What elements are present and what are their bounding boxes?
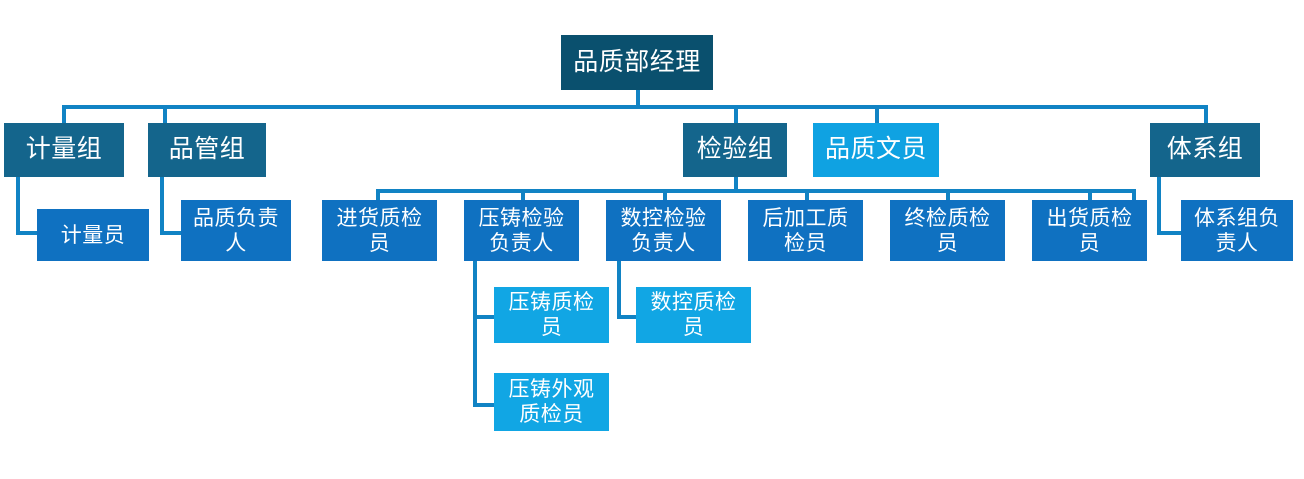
node-jhzjy[interactable]: 进货质检员 bbox=[322, 200, 437, 261]
node-pzfzr[interactable]: 品质负责人 bbox=[181, 200, 291, 261]
node-jly[interactable]: 计量员 bbox=[37, 209, 149, 261]
connector-skzjy-h bbox=[617, 315, 639, 319]
connector-drop-jlz bbox=[62, 105, 66, 125]
connector-yzwgzjy-h bbox=[473, 403, 497, 407]
node-chzjy[interactable]: 出货质检员 bbox=[1032, 200, 1147, 261]
node-yzwgzjy[interactable]: 压铸外观质检员 bbox=[494, 373, 609, 431]
connector-drop-jhzjy bbox=[376, 189, 380, 203]
connector-pgz-h bbox=[160, 231, 184, 235]
node-zjzjy[interactable]: 终检质检员 bbox=[890, 200, 1005, 261]
connector-drop-yzjyfzr bbox=[521, 189, 525, 203]
node-yzjyfzr[interactable]: 压铸检验负责人 bbox=[464, 200, 579, 261]
connector-drop-txz bbox=[1204, 105, 1208, 125]
connector-level2-bus bbox=[62, 105, 1208, 109]
node-skzjy[interactable]: 数控质检员 bbox=[636, 287, 751, 343]
node-root[interactable]: 品质部经理 bbox=[561, 35, 713, 90]
connector-skjyfzr-v bbox=[617, 261, 621, 319]
connector-drop-hjgzjy bbox=[805, 189, 809, 203]
connector-drop-chzjy bbox=[1088, 189, 1092, 203]
node-pzwy[interactable]: 品质文员 bbox=[813, 123, 939, 177]
connector-pgz-v bbox=[160, 177, 164, 235]
connector-txz-v bbox=[1157, 177, 1161, 235]
connector-txz-h bbox=[1157, 231, 1182, 235]
node-pgz[interactable]: 品管组 bbox=[148, 123, 266, 177]
node-txz[interactable]: 体系组 bbox=[1150, 123, 1260, 177]
connector-drop-pgz bbox=[163, 105, 167, 125]
connector-jyz-stem bbox=[734, 177, 738, 192]
connector-bus-end-cap bbox=[1132, 189, 1136, 203]
connector-drop-zjzjy bbox=[946, 189, 950, 203]
connector-yzjyfzr-v bbox=[473, 261, 477, 407]
node-hjgzjy[interactable]: 后加工质检员 bbox=[748, 200, 863, 261]
connector-drop-skjyfzr bbox=[663, 189, 667, 203]
node-jyz[interactable]: 检验组 bbox=[683, 123, 787, 177]
connector-drop-pzwy bbox=[875, 105, 879, 125]
connector-jlz-v bbox=[16, 177, 20, 235]
connector-root-stem bbox=[636, 89, 640, 107]
connector-jlz-h bbox=[16, 231, 40, 235]
connector-jyz-bus bbox=[376, 189, 1136, 193]
node-jlz[interactable]: 计量组 bbox=[4, 123, 124, 177]
connector-yzzjy-h bbox=[473, 315, 497, 319]
node-yzzjy[interactable]: 压铸质检员 bbox=[494, 287, 609, 343]
node-skjyfzr[interactable]: 数控检验负责人 bbox=[606, 200, 721, 261]
connector-drop-jyz bbox=[734, 105, 738, 125]
node-txzfzr[interactable]: 体系组负责人 bbox=[1181, 200, 1293, 261]
